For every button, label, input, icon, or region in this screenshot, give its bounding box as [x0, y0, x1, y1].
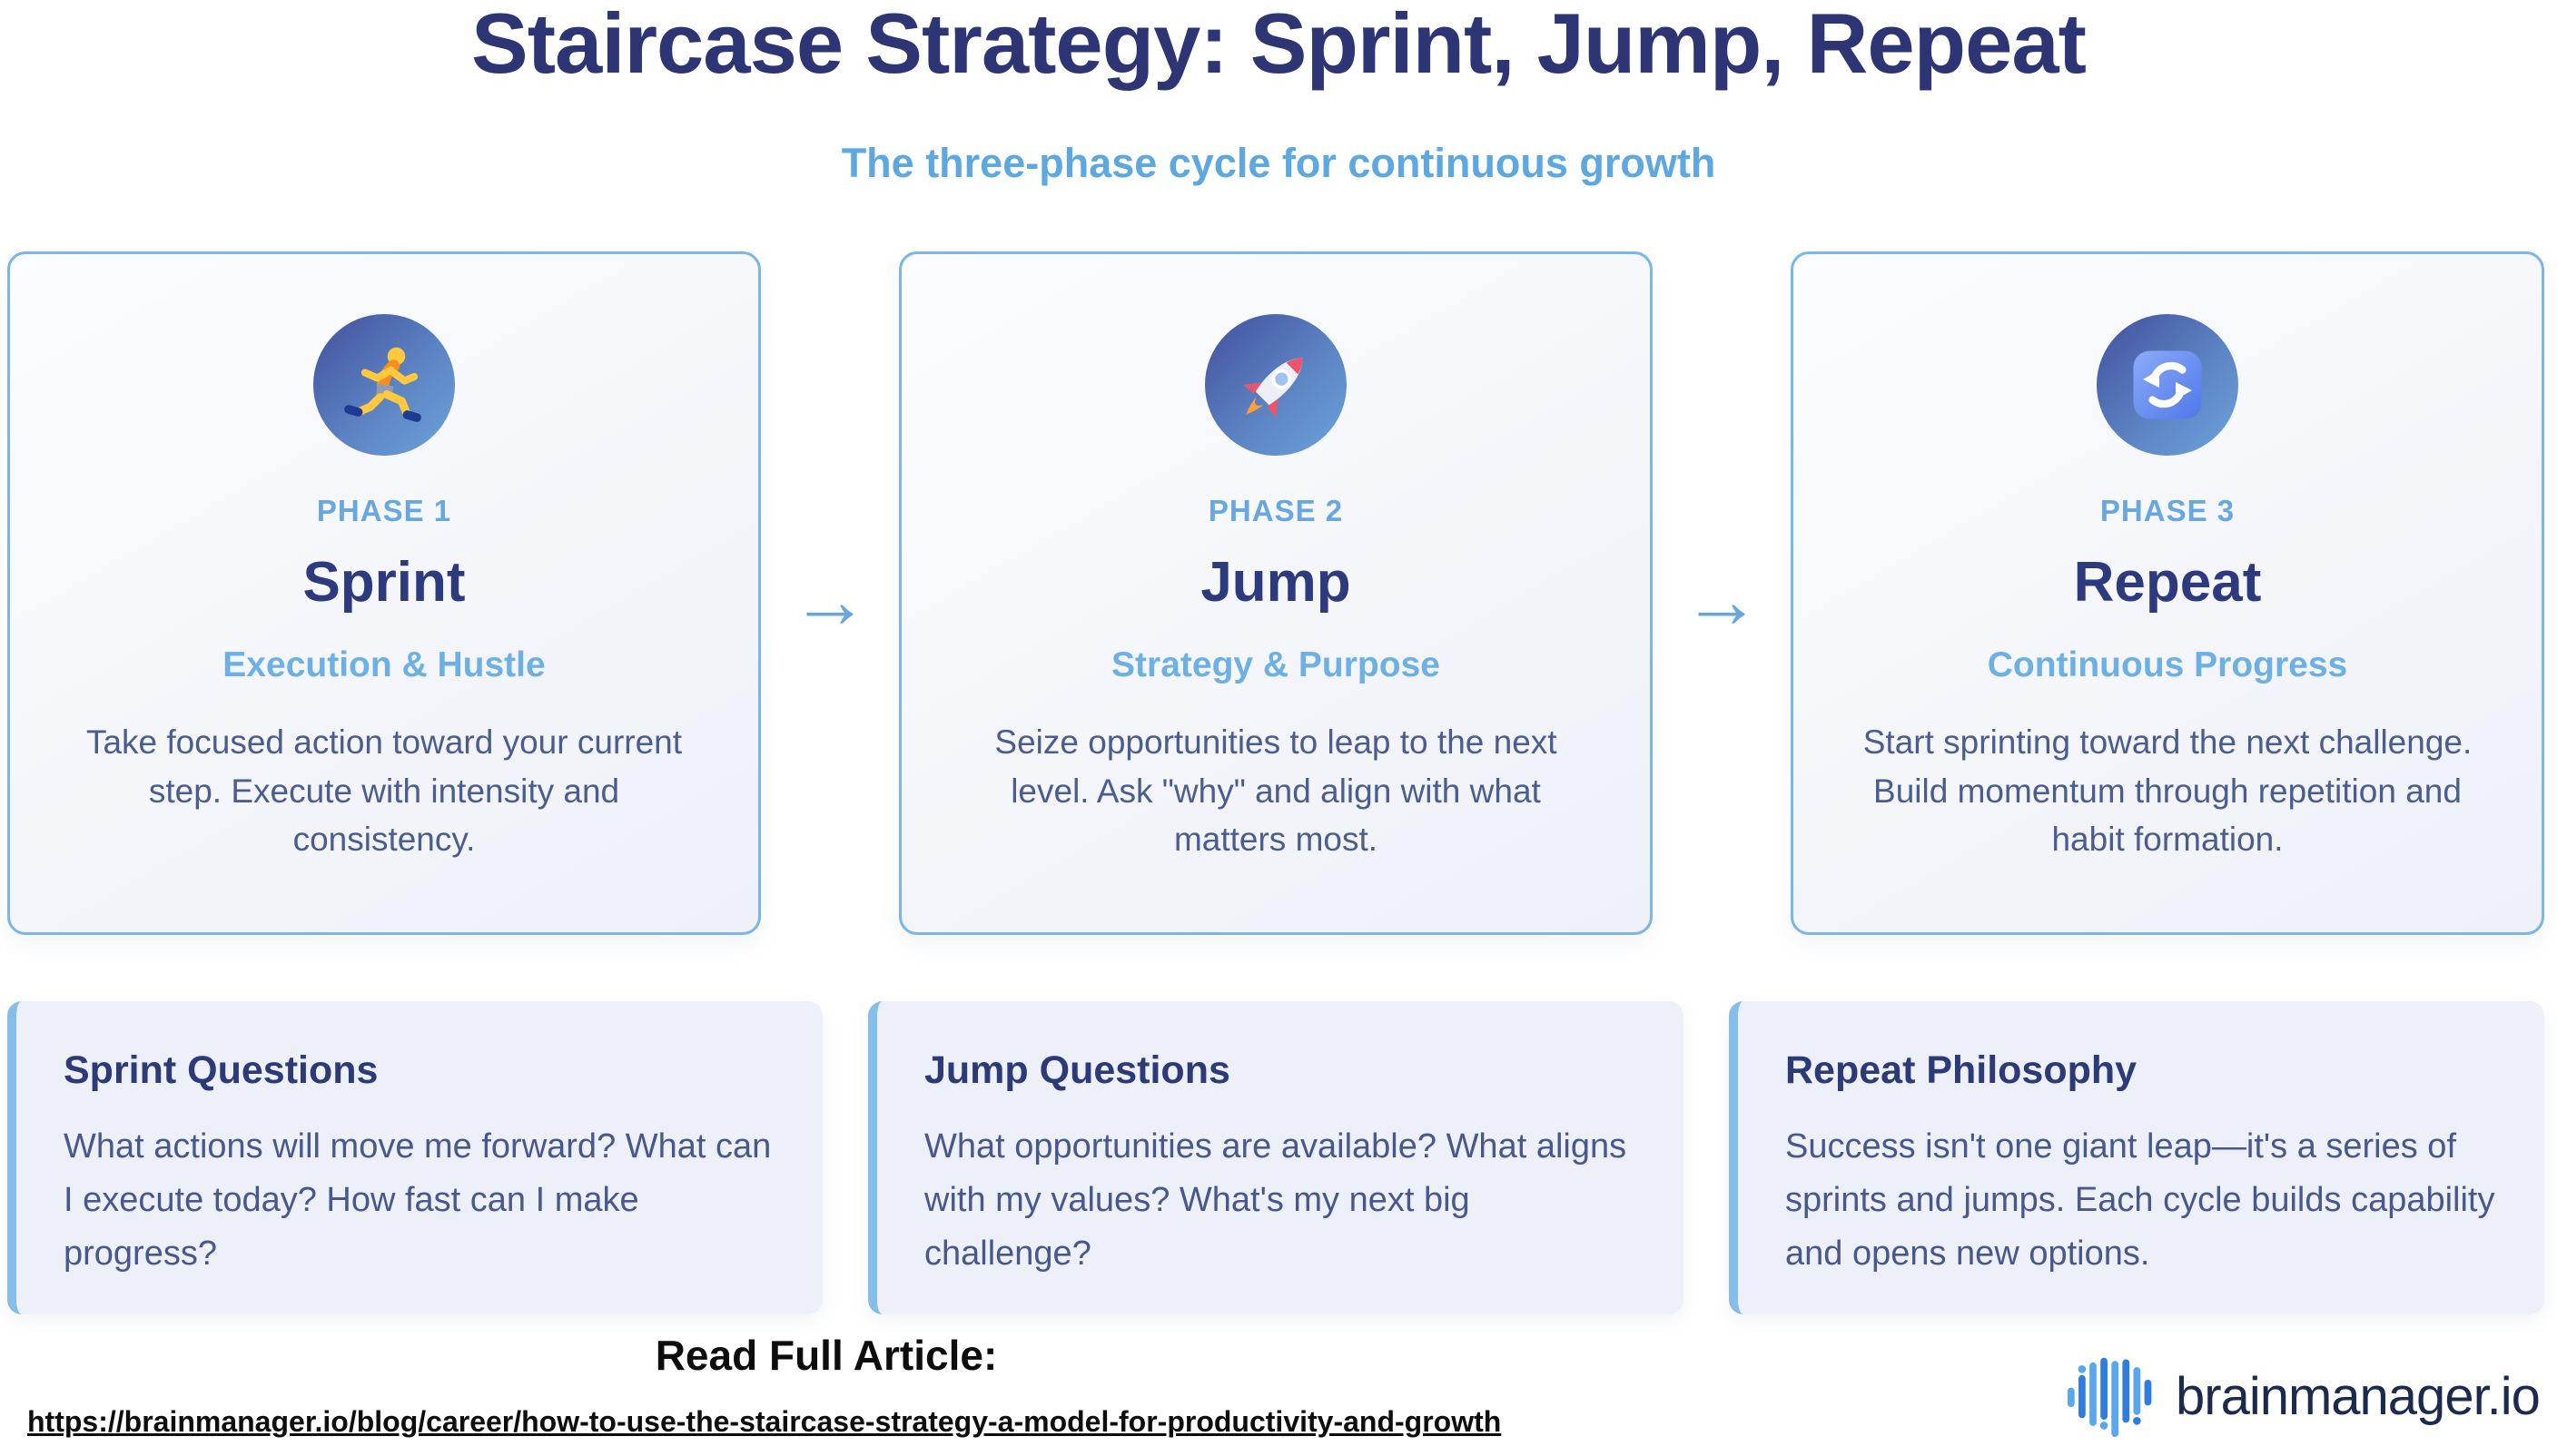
phase3-name: Repeat: [2073, 551, 2262, 614]
phase3-label: PHASE 3: [2099, 494, 2236, 527]
brand-logo: brainmanager.io: [2063, 1345, 2541, 1447]
phase2-description: Seize opportunities to leap to the next …: [994, 723, 1557, 859]
phase1-label: PHASE 1: [316, 494, 452, 527]
rocket-icon: [1232, 341, 1319, 428]
note-heading: Jump Questions: [924, 1048, 1230, 1092]
phase-card-sprint: PHASE 1 Sprint Execution & Hustle Take f…: [7, 251, 761, 935]
note-card-repeat-philosophy: Repeat Philosophy Success isn't one gian…: [1729, 1001, 2544, 1314]
phase-row: PHASE 1 Sprint Execution & Hustle Take f…: [7, 251, 2544, 935]
repeat-arrows-icon: [2124, 341, 2211, 428]
phase1-name: Sprint: [302, 551, 466, 614]
phase2-tagline: Strategy & Purpose: [1111, 645, 1440, 684]
article-url-link[interactable]: https://brainmanager.io/blog/career/how-…: [27, 1405, 1502, 1438]
brainmanager-brain-icon: [2063, 1353, 2157, 1440]
note-card-sprint-questions: Sprint Questions What actions will move …: [7, 1001, 823, 1314]
arrow-right-icon: →: [1683, 556, 1761, 644]
phase-card-repeat: PHASE 3 Repeat Continuous Progress Start…: [1791, 251, 2544, 935]
note-text: What opportunities are available? What a…: [924, 1127, 1627, 1273]
phase1-tagline: Execution & Hustle: [222, 645, 546, 684]
phase-card-jump: PHASE 2 Jump Strategy & Purpose Seize op…: [899, 251, 1653, 935]
phase3-icon-circle: [2097, 314, 2238, 456]
note-heading: Repeat Philosophy: [1785, 1048, 2137, 1092]
phase2-label: PHASE 2: [1208, 494, 1344, 527]
phase2-name: Jump: [1200, 551, 1351, 614]
phase3-tagline: Continuous Progress: [1987, 645, 2348, 684]
runner-icon: [341, 341, 428, 428]
page-subtitle: The three-phase cycle for continuous gro…: [841, 140, 1716, 186]
phase2-icon-circle: [1205, 314, 1347, 456]
note-heading: Sprint Questions: [64, 1048, 379, 1092]
phase3-description: Start sprinting toward the next challeng…: [1862, 723, 2473, 859]
notes-row: Sprint Questions What actions will move …: [7, 1001, 2544, 1314]
read-full-article-label: Read Full Article:: [655, 1332, 998, 1379]
phase1-icon-circle: [313, 314, 455, 456]
page-title: Staircase Strategy: Sprint, Jump, Repeat: [471, 0, 2087, 91]
phase1-description: Take focused action toward your current …: [85, 723, 683, 859]
note-text: What actions will move me forward? What …: [64, 1127, 772, 1273]
arrow-right-icon: →: [791, 556, 869, 644]
brand-name: brainmanager.io: [2176, 1366, 2541, 1426]
note-text: Success isn't one giant leap—it's a seri…: [1785, 1127, 2495, 1273]
note-card-jump-questions: Jump Questions What opportunities are av…: [868, 1001, 1683, 1314]
